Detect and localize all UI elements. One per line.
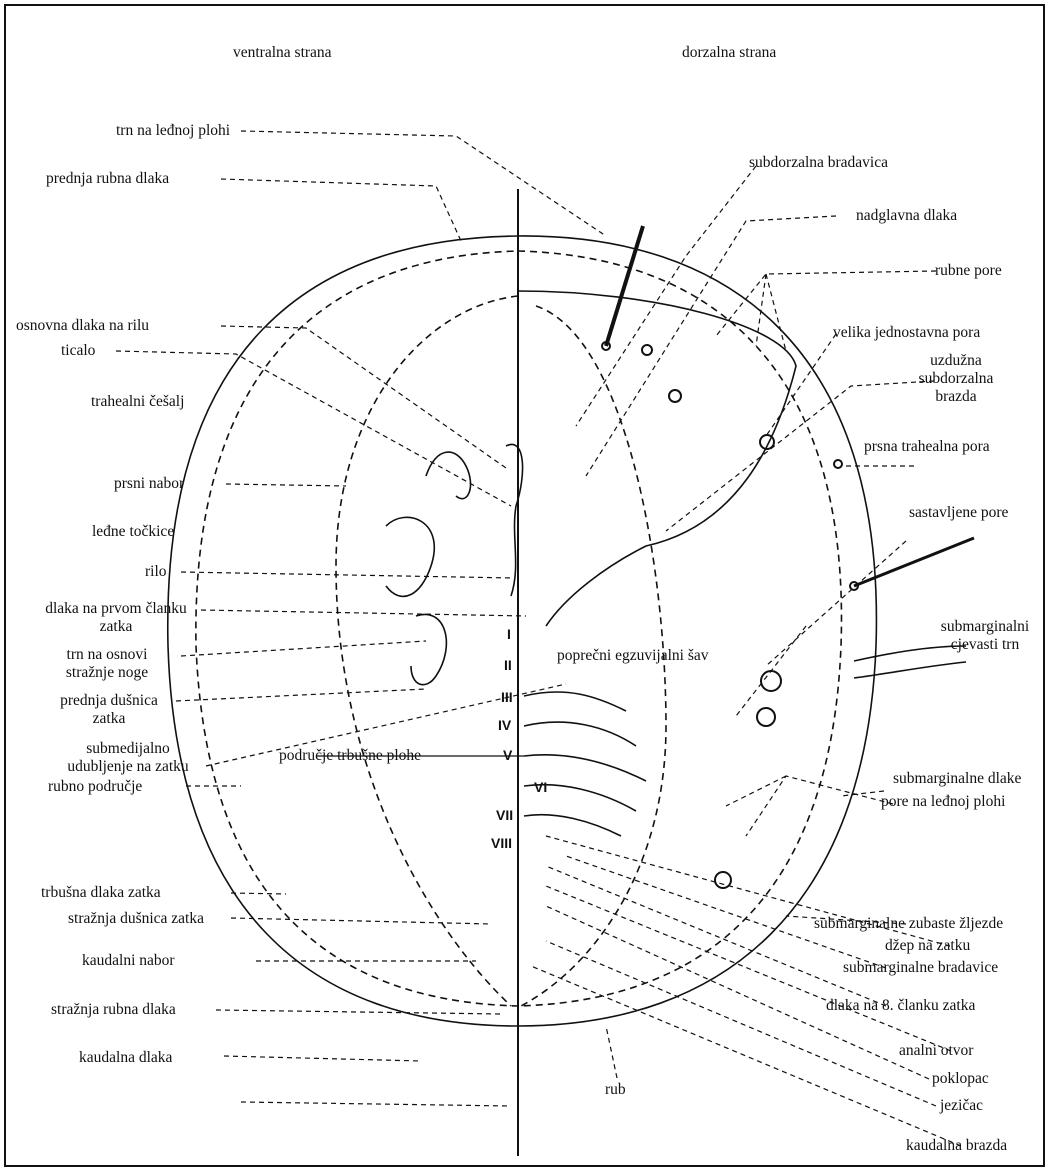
label-kaudalni-nabor: kaudalni nabor [82, 952, 175, 970]
segment-label: VII [496, 807, 513, 823]
label-kaudalna-brazda: kaudalna brazda [906, 1137, 1007, 1155]
label-straznja-dusnica: stražnja dušnica zatka [68, 910, 204, 928]
label-submarginalne-dlake: submarginalne dlake [893, 770, 1021, 788]
label-analni: analni otvor [899, 1042, 973, 1060]
segment-label: V [503, 747, 512, 763]
label-trahealni-cesalj: trahealni češalj [91, 393, 184, 411]
label-zubaste: submarginalne zubaste žljezde [814, 915, 1003, 933]
label-ledne-tockice: leđne točkice [92, 523, 174, 541]
subdorsal-line [518, 291, 796, 626]
segment-label: III [501, 689, 513, 705]
label-dlaka-8: dlaka na 8. članku zatka [826, 997, 975, 1015]
label-trbusna-dlaka: trbušna dlaka zatka [41, 884, 161, 902]
label-dzep: džep na zatku [885, 937, 970, 955]
label-prednja-rubna: prednja rubna dlaka [46, 170, 169, 188]
segment-label: IV [498, 717, 511, 733]
segment-lines [524, 692, 646, 836]
label-trn-ledna: trn na leđnoj plohi [116, 122, 230, 140]
label-subdorzalna-bradavica: subdorzalna bradavica [749, 154, 888, 172]
leg-front [426, 452, 471, 499]
label-jezicac: jezičac [940, 1097, 983, 1115]
label-velika-pora: velika jednostavna pora [833, 324, 980, 342]
label-rubno-podrucje: rubno područje [48, 778, 142, 796]
ventral-region [336, 296, 518, 1006]
body-outline [168, 236, 877, 1026]
header-dorsal: dorzalna strana [682, 44, 776, 62]
segment-label: VI [534, 779, 547, 795]
label-poklopac: poklopac [932, 1070, 989, 1088]
figure-frame: ventralna strana dorzalna strana trn na … [4, 4, 1045, 1167]
label-bradavice: submarginalne bradavice [843, 959, 998, 977]
label-sastavljene-pore: sastavljene pore [909, 504, 1008, 522]
rostrum [506, 444, 523, 596]
label-podrucje-trbusne: područje trbušne plohe [279, 747, 421, 765]
segment-label: VIII [491, 835, 512, 851]
label-rub: rub [605, 1081, 626, 1099]
label-ticalo: ticalo [61, 342, 95, 360]
label-osnovna-dlaka: osnovna dlaka na rilu [16, 317, 149, 335]
segment-label: II [504, 657, 512, 673]
label-rubne-pore: rubne pore [935, 262, 1002, 280]
label-prsni-nabor: prsni nabor [114, 475, 184, 493]
label-nadglavna-dlaka: nadglavna dlaka [856, 207, 957, 225]
leg-mid [386, 517, 434, 596]
label-kaudalna-dlaka: kaudalna dlaka [79, 1049, 172, 1067]
label-rilo: rilo [145, 563, 167, 581]
header-ventral: ventralna strana [233, 44, 332, 62]
label-prsna-trahealna: prsna trahealna pora [864, 438, 990, 456]
leg-hind [411, 614, 446, 684]
label-pore-ledna: pore na leđnoj plohi [881, 793, 1005, 811]
label-straznja-rubna: stražnja rubna dlaka [51, 1001, 176, 1019]
segment-label: I [507, 626, 511, 642]
label-poprecni-sav: poprečni egzuvijalni šav [557, 647, 709, 665]
